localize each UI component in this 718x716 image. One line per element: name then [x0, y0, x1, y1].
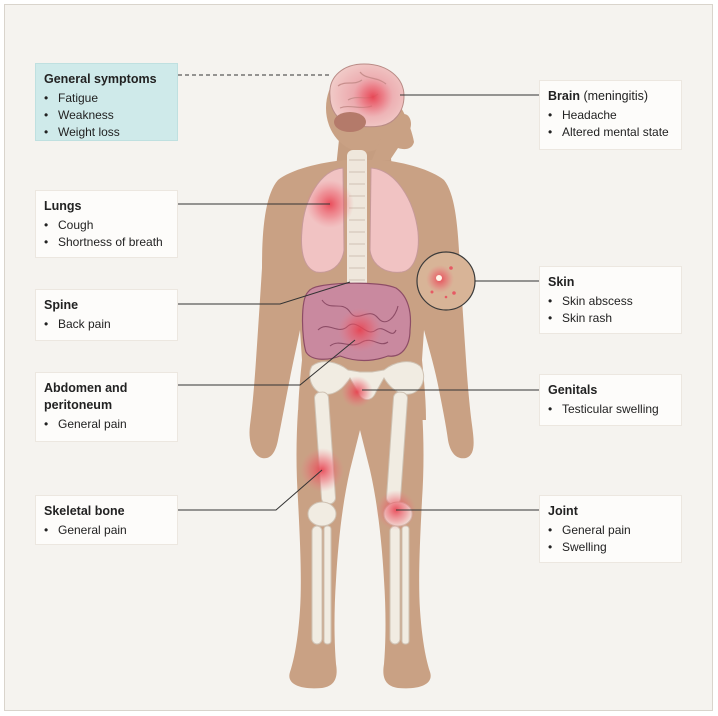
skin-magnifier [416, 251, 476, 311]
skin-box: Skin Skin abscess Skin rash [539, 266, 682, 334]
brain-title-main: Brain [548, 89, 580, 103]
brain-title-sub: (meningitis) [583, 89, 649, 103]
joint-list: General pain Swelling [548, 522, 673, 556]
list-item: Altered mental state [548, 124, 673, 141]
list-item: Cough [44, 217, 169, 234]
skeletal-bone-box: Skeletal bone General pain [35, 495, 178, 545]
lungs-box: Lungs Cough Shortness of breath [35, 190, 178, 258]
brain-list: Headache Altered mental state [548, 107, 673, 141]
list-item: Shortness of breath [44, 234, 169, 251]
list-item: Fatigue [44, 90, 169, 107]
abdomen-box: Abdomen and peritoneum General pain [35, 372, 178, 442]
genitals-box: Genitals Testicular swelling [539, 374, 682, 426]
list-item: Weight loss [44, 124, 169, 141]
brain-box: Brain (meningitis) Headache Altered ment… [539, 80, 682, 150]
intestines-organ [301, 282, 412, 362]
spine-list: Back pain [44, 316, 169, 333]
skeletal-bone-list: General pain [44, 522, 169, 539]
lungs-organ [301, 167, 419, 273]
spine-column [347, 150, 367, 290]
list-item: Skin abscess [548, 293, 673, 310]
list-item: Testicular swelling [548, 401, 673, 418]
joint-box: Joint General pain Swelling [539, 495, 682, 563]
list-item: Swelling [548, 539, 673, 556]
lungs-list: Cough Shortness of breath [44, 217, 169, 251]
skin-list: Skin abscess Skin rash [548, 293, 673, 327]
list-item: General pain [44, 522, 169, 539]
list-item: General pain [44, 416, 169, 433]
abdomen-title: Abdomen and peritoneum [44, 381, 128, 412]
skin-title: Skin [548, 275, 575, 289]
brain-organ [329, 63, 405, 132]
spine-title: Spine [44, 298, 79, 312]
leader-lines [178, 74, 539, 511]
general-symptoms-box: General symptoms Fatigue Weakness Weight… [35, 63, 178, 141]
joint-title: Joint [548, 504, 578, 518]
leader-skeletal [178, 469, 323, 511]
list-item: Skin rash [548, 310, 673, 327]
brain-title: Brain (meningitis) [548, 88, 673, 105]
lungs-title: Lungs [44, 199, 82, 213]
list-item: Back pain [44, 316, 169, 333]
general-symptoms-list: Fatigue Weakness Weight loss [44, 90, 169, 141]
general-symptoms-title: General symptoms [44, 72, 157, 86]
abdomen-list: General pain [44, 416, 169, 433]
genitals-title: Genitals [548, 383, 598, 397]
list-item: General pain [548, 522, 673, 539]
genitals-list: Testicular swelling [548, 401, 673, 418]
skeletal-bone-title: Skeletal bone [44, 504, 125, 518]
list-item: Headache [548, 107, 673, 124]
skeleton-legs [300, 361, 425, 645]
leader-spine [178, 281, 351, 305]
list-item: Weakness [44, 107, 169, 124]
spine-box: Spine Back pain [35, 289, 178, 341]
leader-abdomen [178, 339, 356, 386]
